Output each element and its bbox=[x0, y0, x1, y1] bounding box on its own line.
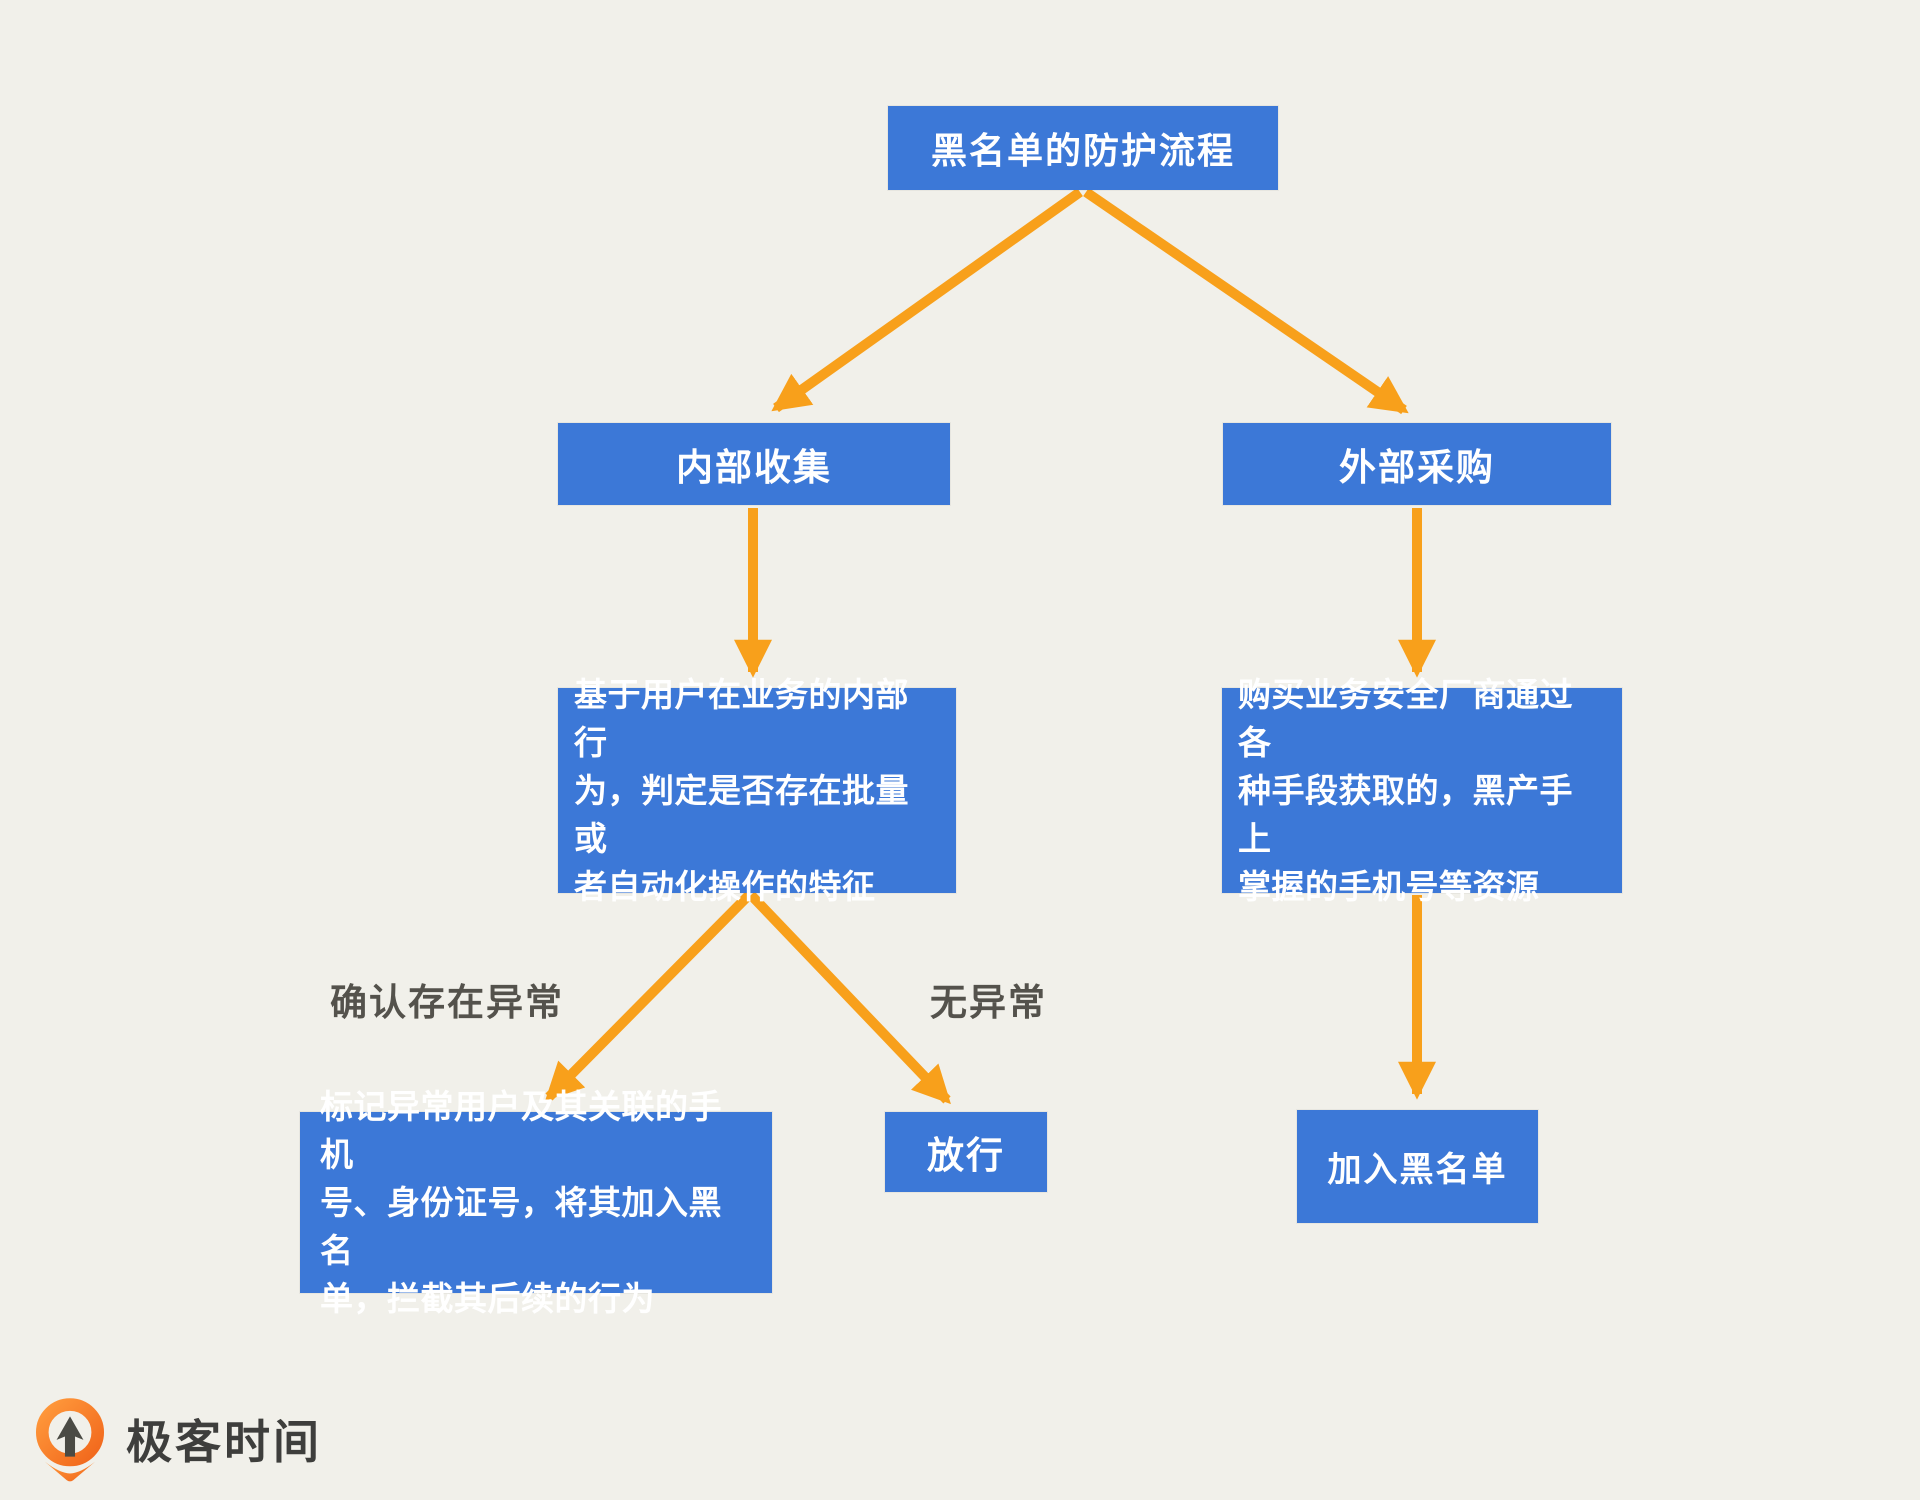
arrow-title-to-internal bbox=[771, 187, 1083, 413]
geektime-logo-text: 极客时间 bbox=[126, 1416, 322, 1468]
node-mark-abnormal-users: 标记异常用户及其关联的手机 号、身份证号，将其加入黑名 单，拦截其后续的行为 bbox=[300, 1088, 772, 1317]
node-release: 放行 bbox=[885, 1112, 1047, 1192]
node-external-procurement: 外部采购 bbox=[1223, 423, 1611, 505]
edge-label-no-abnormality: 无异常 bbox=[930, 982, 1047, 1023]
arrow-detail-to-mark bbox=[544, 891, 753, 1102]
geektime-logo-icon bbox=[35, 1398, 105, 1482]
node-internal-behavior-detail: 基于用户在业务的内部行 为，判定是否存在批量或 者自动化操作的特征 bbox=[558, 676, 956, 905]
node-blacklist-process-title: 黑名单的防护流程 bbox=[888, 106, 1278, 190]
node-external-purchase-detail: 购买业务安全厂商通过各 种手段获取的，黑产手上 掌握的手机号等资源 bbox=[1222, 676, 1622, 905]
node-add-to-blacklist: 加入黑名单 bbox=[1297, 1110, 1538, 1223]
geektime-logo: 极客时间 bbox=[28, 1396, 322, 1482]
arrow-title-to-external bbox=[1083, 187, 1409, 415]
edge-label-abnormal-confirmed: 确认存在异常 bbox=[330, 982, 564, 1023]
node-internal-collection: 内部收集 bbox=[558, 423, 950, 505]
arrow-detail-to-release bbox=[747, 891, 951, 1105]
